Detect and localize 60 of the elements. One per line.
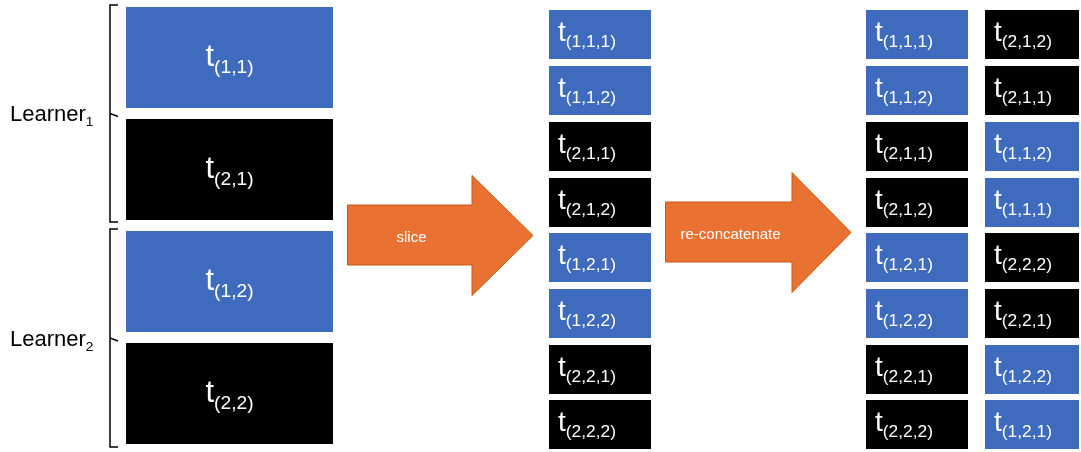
- step-label: re-concatenate: [680, 225, 781, 240]
- tensor-block: [866, 400, 968, 449]
- tensor-block: [126, 119, 333, 220]
- tensor-block: [126, 231, 333, 332]
- tensor-block: [126, 343, 333, 444]
- step-label: slice: [396, 228, 427, 243]
- tensor-block: [866, 289, 968, 338]
- tensor-block: [549, 400, 651, 449]
- tensor-label: t$_{(1,2)}$: [205, 263, 254, 300]
- tensor-block: [549, 66, 651, 115]
- tensor-label: t$_{(1,2,2)}$: [994, 353, 1052, 386]
- tensor-block: [866, 345, 968, 394]
- tensor-label: t$_{(2,1,2)}$: [558, 186, 616, 219]
- tensor-label: t$_{(1,2,1)}$: [994, 408, 1052, 441]
- tensor-block: [985, 233, 1079, 282]
- tensor-label: t$_{(1,1)}$: [205, 39, 254, 76]
- tensor-block: [985, 289, 1079, 338]
- tensor-block: [549, 178, 651, 227]
- tensor-block: [866, 10, 968, 59]
- tensor-label: t$_{(1,1,2)}$: [875, 74, 933, 107]
- tensor-block: [866, 66, 968, 115]
- tensor-label: t$_{(1,2,2)}$: [558, 297, 616, 330]
- tensor-label: t$_{(1,1,2)}$: [994, 130, 1052, 163]
- tensor-label: t$_{(1,1,1)}$: [558, 18, 616, 51]
- tensor-label: t$_{(1,2,1)}$: [875, 241, 933, 274]
- tensor-block: [549, 10, 651, 59]
- learner-label: Learner$_{2}$: [10, 328, 94, 354]
- tensor-block: [985, 400, 1079, 449]
- tensor-label: t$_{(1,1,2)}$: [558, 74, 616, 107]
- tensor-block: [549, 233, 651, 282]
- tensor-label: t$_{(2,2,2)}$: [875, 408, 933, 441]
- tensor-block: [549, 122, 651, 171]
- tensor-label: t$_{(2,2,1)}$: [875, 353, 933, 386]
- tensor-label: t$_{(2,2,1)}$: [558, 353, 616, 386]
- tensor-block: [985, 66, 1079, 115]
- tensor-block: [126, 7, 333, 108]
- tensor-label: t$_{(1,2,1)}$: [558, 241, 616, 274]
- tensor-label: t$_{(2,1,1)}$: [994, 74, 1052, 107]
- tensor-label: t$_{(2,2,2)}$: [558, 408, 616, 441]
- tensor-block: [985, 10, 1079, 59]
- tensor-block: [985, 178, 1079, 227]
- tensor-label: t$_{(1,2,2)}$: [875, 297, 933, 330]
- tensor-block: [866, 122, 968, 171]
- tensor-label: t$_{(2,1,2)}$: [875, 186, 933, 219]
- tensor-block: [985, 122, 1079, 171]
- tensor-label: t$_{(2,1)}$: [205, 151, 254, 188]
- tensor-block: [985, 345, 1079, 394]
- tensor-label: t$_{(2,2,2)}$: [994, 241, 1052, 274]
- tensor-label: t$_{(2,1,1)}$: [558, 130, 616, 163]
- tensor-label: t$_{(1,1,1)}$: [875, 18, 933, 51]
- tensor-label: t$_{(1,1,1)}$: [994, 186, 1052, 219]
- tensor-label: t$_{(2,1,2)}$: [994, 18, 1052, 51]
- tensor-label: t$_{(2,2,1)}$: [994, 297, 1052, 330]
- tensor-label: t$_{(2,1,1)}$: [875, 130, 933, 163]
- tensor-block: [549, 345, 651, 394]
- tensor-label: t$_{(2,2)}$: [205, 375, 254, 412]
- tensor-block: [549, 289, 651, 338]
- tensor-block: [866, 233, 968, 282]
- tensor-block: [866, 178, 968, 227]
- learner-label: Learner$_{1}$: [10, 103, 94, 129]
